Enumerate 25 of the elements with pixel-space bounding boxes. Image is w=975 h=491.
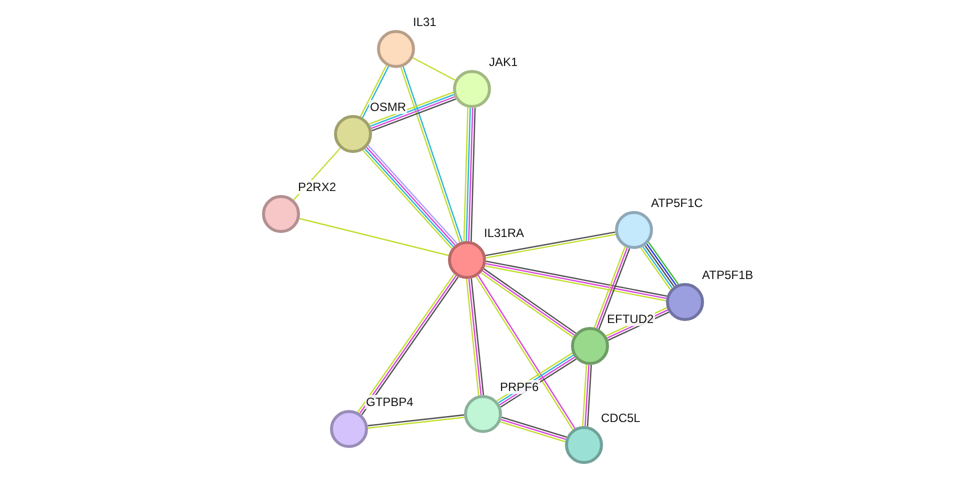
interaction-line [582,364,588,426]
interaction-line [368,414,464,426]
interaction-line [466,278,480,396]
protein-label: IL31RA [483,226,526,240]
protein-label: CDC5L [600,411,642,425]
interaction-line [368,416,464,429]
protein-label: JAK1 [488,55,519,69]
protein-label: GTPBP4 [365,395,414,409]
protein-label: IL31 [412,15,438,29]
interaction-line [299,218,449,256]
protein-label: ATP5F1C [650,196,704,210]
interaction-line [470,278,484,396]
interaction-line [584,364,590,426]
protein-label: P2RX2 [297,180,338,194]
protein-label: EFTUD2 [606,312,655,326]
interaction-line [468,278,482,396]
interaction-line [463,108,468,242]
protein-label: PRPF6 [499,380,540,394]
protein-label: ATP5F1B [701,268,754,282]
protein-label: OSMR [369,100,407,114]
interaction-line [470,108,476,242]
interaction-line [412,57,456,81]
interaction-line [586,364,592,426]
interaction-line [468,108,474,242]
interaction-line [466,108,471,242]
